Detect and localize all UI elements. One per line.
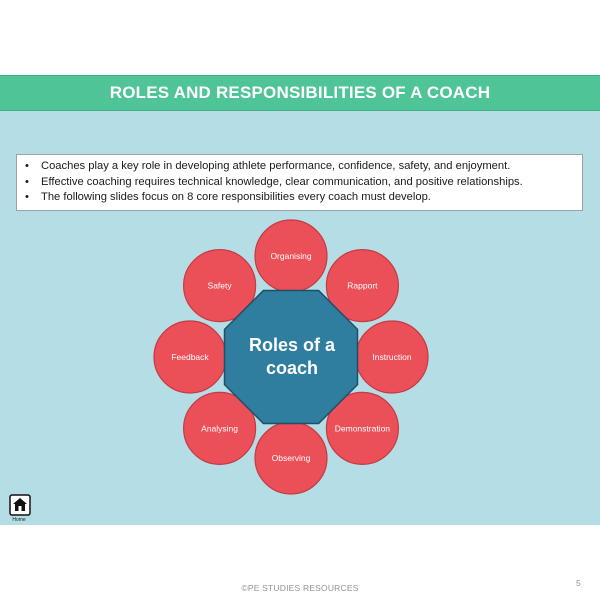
roles-diagram: OrganisingRapportInstructionDemonstratio… — [153, 219, 429, 495]
home-icon[interactable] — [9, 494, 31, 520]
bullet-list: • Coaches play a key role in developing … — [25, 159, 574, 206]
bullet-box: • Coaches play a key role in developing … — [16, 154, 583, 211]
role-circle-demonstration — [325, 391, 399, 465]
role-label-feedback: Feedback — [171, 352, 209, 362]
slide: ROLES AND RESPONSIBILITIES OF A COACH • … — [0, 75, 600, 593]
role-label-observing: Observing — [272, 453, 311, 463]
role-circle-analysing — [183, 391, 257, 465]
center-label-line1: Roles of a — [249, 335, 336, 355]
copyright-footer: ©PE STUDIES RESOURCES — [241, 583, 359, 593]
bullet-item: • The following slides focus on 8 core r… — [25, 190, 574, 206]
center-node: Roles of a coach — [223, 289, 359, 425]
bullet-marker: • — [25, 191, 29, 203]
bullet-item: • Coaches play a key role in developing … — [25, 159, 574, 175]
role-label-demonstration: Demonstration — [335, 423, 391, 433]
bullet-marker: • — [25, 160, 29, 172]
role-nodes: OrganisingRapportInstructionDemonstratio… — [153, 219, 429, 495]
role-circle-rapport — [325, 249, 399, 323]
role-label-rapport: Rapport — [347, 281, 378, 291]
role-label-organising: Organising — [270, 251, 311, 261]
title-bar: ROLES AND RESPONSIBILITIES OF A COACH — [0, 75, 600, 111]
page-number: 5 — [576, 578, 581, 588]
role-label-instruction: Instruction — [372, 352, 411, 362]
slide-title: ROLES AND RESPONSIBILITIES OF A COACH — [109, 83, 491, 102]
bullet-text: Effective coaching requires technical kn… — [41, 175, 523, 188]
bullet-item: • Effective coaching requires technical … — [25, 175, 574, 191]
role-circle-safety — [183, 249, 257, 323]
center-label-line2: coach — [266, 358, 318, 378]
bullet-text: The following slides focus on 8 core res… — [41, 191, 431, 203]
bullet-text: Coaches play a key role in developing at… — [41, 160, 511, 172]
role-label-safety: Safety — [208, 281, 233, 291]
role-label-analysing: Analysing — [201, 423, 238, 433]
bullet-marker: • — [25, 175, 29, 188]
center-octagon — [223, 289, 359, 425]
home-label: Home — [12, 517, 26, 523]
